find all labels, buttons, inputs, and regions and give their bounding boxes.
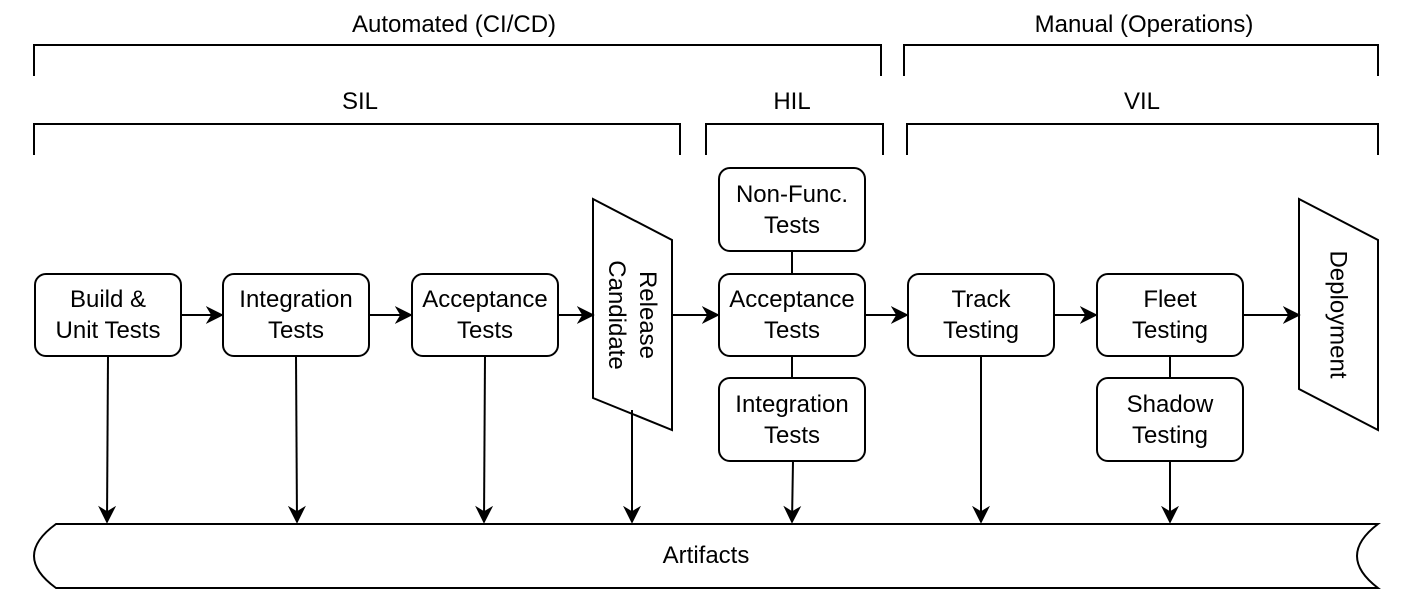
node-integration-tests-sil: Integration Tests (222, 273, 370, 357)
node-integration-tests-hil: Integration Tests (718, 377, 866, 462)
node-nonfunc-tests-hil-label: Non-Func. Tests (735, 180, 849, 239)
release-candidate-label: Release Candidate (603, 260, 661, 370)
node-track-testing: Track Testing (907, 273, 1055, 357)
node-fleet-testing: Fleet Testing (1096, 273, 1244, 357)
deployment-shape (1298, 197, 1379, 432)
node-integration-tests-sil-label: Integration Tests (239, 286, 353, 344)
artifacts-label: Artifacts (662, 542, 750, 569)
node-acceptance-tests-hil: Acceptance Tests (718, 273, 866, 357)
group-label-manual: Manual (Operations) (1034, 11, 1254, 38)
group-label-sil: SIL (341, 88, 379, 115)
group-label-vil: VIL (1123, 88, 1161, 115)
node-acceptance-tests-hil-label: Acceptance Tests (729, 286, 855, 344)
group-label-automated: Automated (CI/CD) (351, 11, 557, 38)
node-fleet-testing-label: Fleet Testing (1131, 286, 1209, 344)
bracket-sil (33, 123, 681, 155)
node-nonfunc-tests-hil: Non-Func. Tests (718, 167, 866, 252)
node-build-unit-tests-label: Build & Unit Tests (55, 286, 161, 344)
artifacts-storage-shape (33, 523, 1381, 589)
node-shadow-testing: Shadow Testing (1096, 377, 1244, 462)
bracket-manual (903, 44, 1379, 76)
release-candidate-shape (592, 197, 673, 432)
node-track-testing-label: Track Testing (942, 286, 1020, 344)
bracket-automated (33, 44, 882, 76)
node-acceptance-tests-sil-label: Acceptance Tests (422, 286, 548, 344)
node-shadow-testing-label: Shadow Testing (1126, 390, 1214, 449)
group-label-hil: HIL (773, 88, 811, 115)
node-build-unit-tests: Build & Unit Tests (34, 273, 182, 357)
deployment-label: Deployment (1324, 250, 1352, 379)
bracket-vil (906, 123, 1379, 155)
node-integration-tests-hil-label: Integration Tests (735, 390, 849, 449)
bracket-hil (705, 123, 884, 155)
node-acceptance-tests-sil: Acceptance Tests (411, 273, 559, 357)
